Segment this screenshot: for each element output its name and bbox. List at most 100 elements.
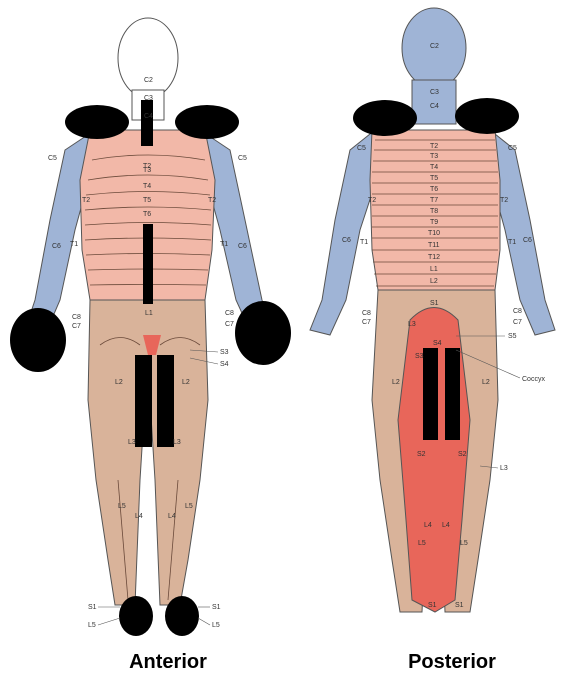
posterior-label-c8-left: C8: [362, 310, 371, 317]
posterior-label-c7-right: C7: [513, 319, 522, 326]
posterior-label-l5-left: L5: [418, 540, 426, 547]
anterior-label-c7-right: C7: [225, 321, 234, 328]
posterior-label-s1-right: S1: [455, 602, 464, 609]
posterior-label-s1-left: S1: [428, 602, 437, 609]
anterior-label-c3: C3: [144, 95, 153, 102]
anterior-label-c6-left: C6: [52, 243, 61, 250]
anterior-label-c5-right: C5: [238, 155, 247, 162]
posterior-label-c4: C4: [430, 103, 439, 110]
anterior-label-l5-right: L5: [185, 503, 193, 510]
posterior-label-l3-top: L3: [408, 321, 416, 328]
anterior-redaction-left-foot: [119, 596, 153, 636]
posterior-label-l2-left: L2: [392, 379, 400, 386]
anterior-label-s3: S3: [220, 349, 229, 356]
anterior-label-t1-right: T1: [220, 241, 228, 248]
posterior-label-l4-right: L4: [442, 522, 450, 529]
posterior-label-t1-left: T1: [360, 239, 368, 246]
posterior-label-l2-right: L2: [482, 379, 490, 386]
posterior-label-c2: C2: [430, 43, 439, 50]
anterior-label-s1-right: S1: [212, 604, 221, 611]
posterior-label-t4: T4: [430, 164, 438, 171]
posterior-label-t2-left: T2: [368, 197, 376, 204]
posterior-label-s2-left: S2: [417, 451, 426, 458]
anterior-label-s1-left: S1: [88, 604, 97, 611]
anterior-label-t4: T4: [143, 183, 151, 190]
posterior-label-s5: S5: [508, 333, 517, 340]
posterior-label-c7-left: C7: [362, 319, 371, 326]
posterior-label-t9: T9: [430, 219, 438, 226]
anterior-label-l1: L1: [145, 310, 153, 317]
posterior-caption: Posterior: [408, 651, 496, 673]
posterior-label-t2-center: T2: [430, 143, 438, 150]
posterior-redaction-right-shoulder: [455, 98, 519, 134]
anterior-head: [118, 18, 178, 98]
posterior-label-s2-right: S2: [458, 451, 467, 458]
anterior-redaction-thigh-right: [157, 355, 174, 447]
posterior-label-c6-left: C6: [342, 237, 351, 244]
posterior-label-s3: S3: [415, 353, 424, 360]
anterior-redaction-right-hand: [235, 301, 291, 365]
anterior-label-t3: T3: [143, 167, 151, 174]
posterior-label-t11: T11: [428, 242, 440, 249]
posterior-label-t1-right: T1: [508, 239, 516, 246]
posterior-redaction-thigh-right: [445, 348, 460, 440]
anterior-label-t1-left: T1: [70, 241, 78, 248]
anterior-caption: Anterior: [129, 651, 207, 673]
anterior-redaction-right-foot: [165, 596, 199, 636]
posterior-label-c6-right: C6: [523, 237, 532, 244]
anterior-label-t2-left: T2: [82, 197, 90, 204]
anterior-label-c8-right: C8: [225, 310, 234, 317]
posterior-label-c3: C3: [430, 89, 439, 96]
posterior-label-l2-top: L2: [430, 278, 438, 285]
posterior-label-c5-right: C5: [508, 145, 517, 152]
posterior-redaction-thigh-left: [423, 348, 438, 440]
posterior-label-t7: T7: [430, 197, 438, 204]
anterior-label-c6-right: C6: [238, 243, 247, 250]
posterior-left-arm: [310, 130, 378, 335]
posterior-label-t3: T3: [430, 153, 438, 160]
posterior-redaction-left-shoulder: [353, 100, 417, 136]
anterior-label-c5-left: C5: [48, 155, 57, 162]
anterior-redaction-thigh-left: [135, 355, 152, 447]
anterior-label-l2-left: L2: [115, 379, 123, 386]
anterior-label-c4: C4: [144, 113, 153, 120]
posterior-label-coccyx: Coccyx: [522, 376, 545, 383]
anterior-redaction-left-hand: [10, 308, 66, 372]
posterior-label-l5-right: L5: [460, 540, 468, 547]
anterior-label-l5-left: L5: [118, 503, 126, 510]
anterior-redaction-left-shoulder: [65, 105, 129, 139]
posterior-label-c8-right: C8: [513, 308, 522, 315]
anterior-label-c2: C2: [144, 77, 153, 84]
posterior-label-l1: L1: [430, 266, 438, 273]
anterior-label-l2-right: L2: [182, 379, 190, 386]
anterior-label-l4-right: L4: [168, 513, 176, 520]
posterior-neck: [412, 80, 456, 124]
anterior-figure: [10, 18, 291, 636]
posterior-label-s1-top: S1: [430, 300, 439, 307]
anterior-label-t2-right: T2: [208, 197, 216, 204]
anterior-label-l5-foot-right: L5: [212, 622, 220, 629]
anterior-label-l3-right: L3: [173, 439, 181, 446]
anterior-redaction-midline: [143, 224, 153, 304]
anterior-label-l3-left: L3: [128, 439, 136, 446]
anterior-label-s4: S4: [220, 361, 229, 368]
anterior-redaction-right-shoulder: [175, 105, 239, 139]
anterior-label-l5-foot-left: L5: [88, 622, 96, 629]
anterior-label-l4-left: L4: [135, 513, 143, 520]
anterior-label-c8-left: C8: [72, 314, 81, 321]
posterior-label-s4: S4: [433, 340, 442, 347]
posterior-label-t12: T12: [428, 254, 440, 261]
posterior-label-t2-right: T2: [500, 197, 508, 204]
posterior-label-c5-left: C5: [357, 145, 366, 152]
posterior-label-t5: T5: [430, 175, 438, 182]
anterior-redaction-neck: [141, 100, 153, 146]
posterior-label-t6: T6: [430, 186, 438, 193]
posterior-label-l4-left: L4: [424, 522, 432, 529]
anterior-label-t6: T6: [143, 211, 151, 218]
posterior-label-t10: T10: [428, 230, 440, 237]
anterior-label-t5: T5: [143, 197, 151, 204]
anterior-label-c7-left: C7: [72, 323, 81, 330]
posterior-label-l3-right: L3: [500, 465, 508, 472]
posterior-label-t8: T8: [430, 208, 438, 215]
